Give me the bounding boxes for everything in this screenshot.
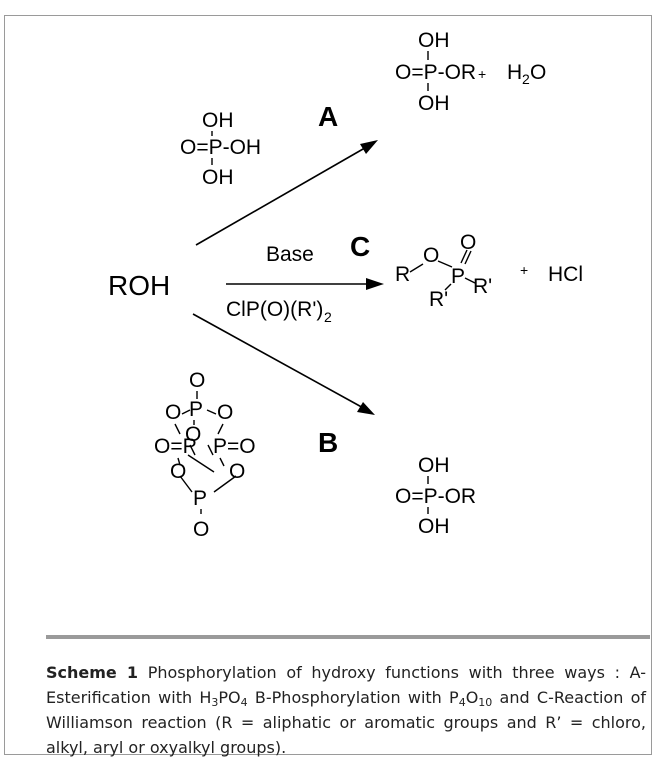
reagent-c-chlorophosphate: ClP(O)(R') 2: [226, 298, 332, 325]
svg-text:OH: OH: [418, 29, 450, 52]
caption-label: Scheme 1: [46, 663, 139, 682]
svg-text:ClP(O)(R'): ClP(O)(R'): [226, 298, 323, 321]
arrow-c: [226, 278, 384, 290]
svg-text:O=P-OR: O=P-OR: [395, 61, 476, 84]
figure-frame: [4, 15, 652, 755]
svg-text:OH: OH: [418, 515, 450, 538]
reagent-a-phosphoric-acid: OH O=P-OH OH: [180, 109, 261, 189]
svg-text:O: O: [229, 460, 245, 483]
svg-text:O: O: [460, 231, 476, 254]
svg-text:P: P: [193, 487, 207, 510]
scheme-caption: Scheme 1 Phosphorylation of hydroxy func…: [46, 663, 647, 757]
svg-text:O=P-OR: O=P-OR: [395, 485, 476, 508]
svg-text:OH: OH: [418, 92, 450, 115]
svg-text:P=O: P=O: [213, 435, 256, 458]
label-a: A: [318, 101, 338, 132]
reaction-scheme: ROH A C B OH O=P-OH OH OH O=P-OR + H 2 O…: [108, 29, 583, 541]
svg-text:O: O: [423, 244, 439, 267]
svg-text:2: 2: [324, 309, 332, 325]
svg-text:H: H: [507, 61, 522, 84]
arrow-a: [195, 140, 378, 246]
label-c: C: [350, 231, 370, 262]
svg-text:R: R: [395, 263, 410, 286]
svg-text:+: +: [478, 66, 486, 82]
svg-text:O: O: [189, 369, 205, 392]
svg-text:O: O: [185, 423, 201, 446]
svg-text:O: O: [193, 518, 209, 541]
svg-text:O: O: [170, 460, 186, 483]
svg-text:O=P: O=P: [154, 435, 197, 458]
svg-text:O: O: [217, 401, 233, 424]
svg-text:R': R': [429, 288, 448, 311]
svg-text:HCl: HCl: [548, 263, 583, 286]
svg-text:OH: OH: [202, 166, 234, 189]
product-b: OH O=P-OR OH: [395, 454, 476, 538]
svg-text:P: P: [189, 398, 203, 421]
svg-text:OH: OH: [418, 454, 450, 477]
svg-text:O=P-OH: O=P-OH: [180, 136, 261, 159]
reagent-c-base: Base: [266, 243, 314, 266]
reactant-roh: ROH: [108, 270, 170, 301]
reagent-b-p4o10: O P O O O O=P P=O O O P O: [154, 369, 256, 541]
svg-text:P: P: [451, 265, 465, 288]
product-a: OH O=P-OR + H 2 O OH: [395, 29, 546, 115]
svg-text:2: 2: [522, 71, 530, 87]
arrow-b: [192, 313, 375, 415]
svg-text:O: O: [530, 61, 546, 84]
label-b: B: [318, 427, 338, 458]
svg-text:O: O: [165, 401, 181, 424]
svg-text:OH: OH: [202, 109, 234, 132]
svg-text:+: +: [520, 262, 528, 278]
caption-divider: [46, 635, 650, 639]
product-c: R O P O R' R' + HCl: [395, 231, 583, 311]
svg-text:R': R': [473, 275, 492, 298]
